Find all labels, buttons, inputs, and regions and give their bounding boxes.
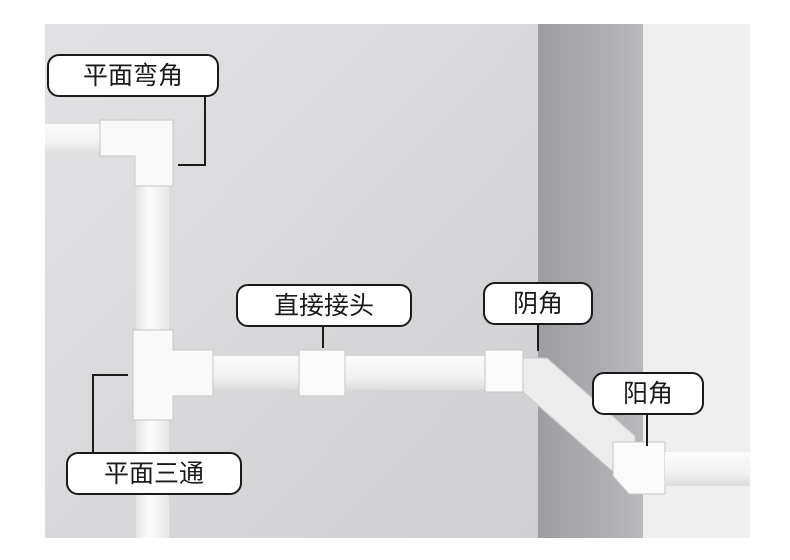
callout-flat-elbow: 平面弯角 — [47, 54, 219, 97]
straight-joint-fitting — [298, 349, 346, 397]
leader-joint — [322, 326, 324, 348]
callout-straight-joint: 直接接头 — [236, 284, 412, 327]
flat-tee-fitting — [132, 329, 214, 421]
callout-inner-corner: 阴角 — [483, 282, 593, 325]
leader-tee-v — [92, 374, 94, 454]
flat-elbow-fitting — [99, 119, 174, 187]
callout-outer-corner: 阳角 — [592, 372, 704, 415]
leader-inner — [537, 323, 539, 351]
top-trunking — [45, 124, 105, 154]
inner-corner-fitting — [484, 349, 524, 393]
leader-elbow-h — [178, 164, 206, 166]
leader-elbow-v — [204, 96, 206, 166]
leader-tee-h — [92, 374, 128, 376]
callout-flat-tee: 平面三通 — [66, 452, 242, 495]
right-trunking — [665, 452, 750, 486]
leader-outer — [646, 412, 648, 446]
outer-corner-fitting — [612, 441, 666, 495]
